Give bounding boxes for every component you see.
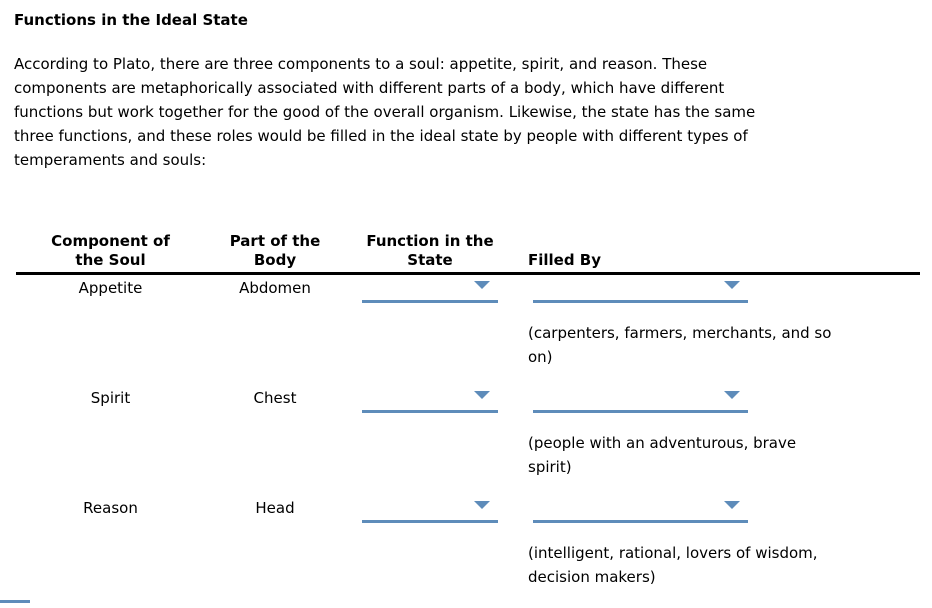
intro-paragraph: According to Plato, there are three comp…	[14, 55, 756, 169]
col-header-part-of-the-body: Part of the Body	[229, 232, 321, 269]
function-select[interactable]	[362, 495, 498, 523]
col-header-filled-by: Filled By	[528, 251, 602, 269]
filled-by-select[interactable]	[533, 275, 748, 303]
function-cell	[345, 385, 515, 413]
soul-state-table: Component of the Soul Part of the Body F…	[16, 232, 920, 605]
table-header-row: Component of the Soul Part of the Body F…	[16, 232, 920, 275]
filled-by-cell	[515, 275, 920, 303]
component-cell: Reason	[83, 499, 138, 517]
component-cell: Spirit	[90, 389, 131, 407]
cutoff-partial-element-line	[0, 600, 30, 603]
caret-down-icon	[724, 501, 740, 509]
body-part-cell: Chest	[253, 389, 297, 407]
function-cell	[345, 275, 515, 303]
col-header-function-in-the-state: Function in the State	[366, 232, 494, 269]
body-part-cell: Head	[255, 499, 295, 517]
filled-by-cell	[515, 495, 920, 523]
hint-row: (carpenters, farmers, merchants, and so …	[16, 303, 920, 385]
hint-row: (people with an adventurous, brave spiri…	[16, 413, 920, 495]
hint-row: (intelligent, rational, lovers of wisdom…	[16, 523, 920, 605]
caret-down-icon	[474, 391, 490, 399]
caret-down-icon	[474, 281, 490, 289]
table-row: Reason Head	[16, 495, 920, 523]
filled-by-hint: (intelligent, rational, lovers of wisdom…	[528, 544, 818, 586]
caret-down-icon	[724, 281, 740, 289]
caret-down-icon	[474, 501, 490, 509]
filled-by-select[interactable]	[533, 385, 748, 413]
filled-by-hint: (people with an adventurous, brave spiri…	[528, 434, 797, 476]
col-header-component-of-the-soul: Component of the Soul	[51, 232, 170, 269]
filled-by-select[interactable]	[533, 495, 748, 523]
caret-down-icon	[724, 391, 740, 399]
component-cell: Appetite	[78, 279, 143, 297]
filled-by-hint: (carpenters, farmers, merchants, and so …	[528, 324, 832, 366]
filled-by-cell	[515, 385, 920, 413]
function-cell	[345, 495, 515, 523]
page-title: Functions in the Ideal State	[14, 11, 248, 29]
table-row: Appetite Abdomen	[16, 275, 920, 303]
function-select[interactable]	[362, 385, 498, 413]
body-part-cell: Abdomen	[239, 279, 311, 297]
table-row: Spirit Chest	[16, 385, 920, 413]
function-select[interactable]	[362, 275, 498, 303]
